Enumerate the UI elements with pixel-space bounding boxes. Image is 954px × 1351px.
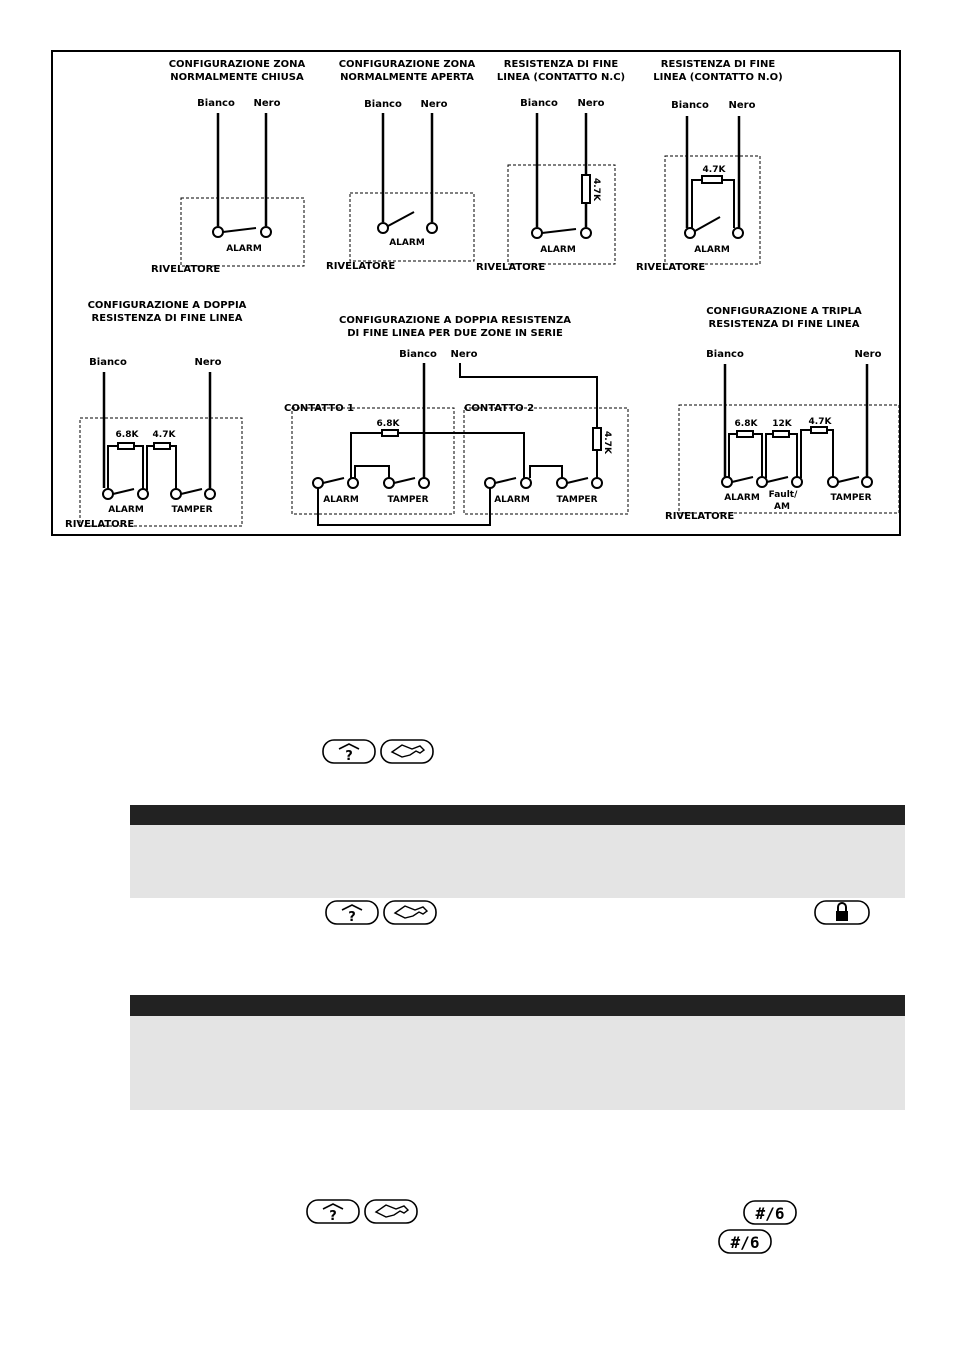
svg-text:?: ? (329, 1209, 337, 1224)
note-header-bar-1 (130, 805, 905, 825)
panel-triple-white-wire: Bianco (706, 349, 744, 360)
panel-eol-no: RESISTENZA DI FINE LINEA (CONTATTO N.O) … (636, 59, 783, 273)
svg-text:?: ? (345, 749, 353, 764)
panel-eol-nc-white-wire: Bianco (520, 98, 558, 109)
question-key-icon: ? (322, 739, 376, 764)
panel-double-title-1: CONFIGURAZIONE A DOPPIA (88, 300, 247, 311)
panel-triple-detector-label: RIVELATORE (665, 511, 734, 522)
panel-double-detector-label: RIVELATORE (65, 519, 134, 530)
panel-eol-no-title-1: RESISTENZA DI FINE (661, 59, 776, 70)
panel-series-title-1: CONFIGURAZIONE A DOPPIA RESISTENZA (339, 315, 571, 326)
panel-nc-alarm-label: ALARM (226, 244, 262, 254)
panel-eol-nc-title-1: RESISTENZA DI FINE (504, 59, 619, 70)
panel-no-alarm-label: ALARM (389, 238, 425, 248)
panel-triple-fault-label: Fault/ (769, 490, 798, 500)
panel-nc-white-wire: Bianco (197, 98, 235, 109)
panel-eol-nc-black-wire: Nero (578, 98, 605, 109)
panel-eol-no-white-wire: Bianco (671, 100, 709, 111)
panel-triple-black-wire: Nero (855, 349, 882, 360)
panel-series-title-2: DI FINE LINEA PER DUE ZONE IN SERIE (347, 328, 563, 339)
panel-series: CONFIGURAZIONE A DOPPIA RESISTENZA DI FI… (284, 315, 629, 526)
panel-series-alarm-2: ALARM (494, 495, 530, 505)
panel-eol-no-alarm-label: ALARM (694, 245, 730, 255)
panel-series-tamper-2: TAMPER (556, 495, 597, 505)
lock-key-icon (814, 900, 870, 925)
panel-triple-eol: CONFIGURAZIONE A TRIPLA RESISTENZA DI FI… (665, 306, 900, 522)
panel-double-white-wire: Bianco (89, 357, 127, 368)
panel-double-r1: 6.8K (116, 430, 140, 440)
panel-triple-r2: 12K (772, 419, 793, 429)
panel-eol-nc-alarm-label: ALARM (540, 245, 576, 255)
note-header-bar-2 (130, 995, 905, 1016)
panel-nc-black-wire: Nero (254, 98, 281, 109)
panel-eol-no-title-2: LINEA (CONTATTO N.O) (653, 72, 782, 83)
panel-series-r1: 6.8K (377, 419, 401, 429)
panel-eol-nc-resistor: 4.7K (591, 178, 601, 202)
hash-six-key-icon: #/6 (718, 1229, 772, 1254)
scroll-arrow-key-icon (380, 739, 434, 764)
panel-double-black-wire: Nero (195, 357, 222, 368)
panel-series-black-wire: Nero (451, 349, 478, 360)
panel-double-tamper-label: TAMPER (171, 505, 212, 515)
panel-no-title-1: CONFIGURAZIONE ZONA (339, 59, 476, 70)
scroll-arrow-key-icon (383, 900, 437, 925)
panel-eol-no-resistor: 4.7K (703, 165, 727, 175)
panel-double-eol: CONFIGURAZIONE A DOPPIA RESISTENZA DI FI… (65, 300, 247, 530)
panel-no: CONFIGURAZIONE ZONA NORMALMENTE APERTA B… (326, 59, 476, 272)
panel-eol-nc-title-2: LINEA (CONTATTO N.C) (497, 72, 625, 83)
note-band-2 (130, 1016, 905, 1110)
panel-nc: CONFIGURAZIONE ZONA NORMALMENTE CHIUSA B… (151, 59, 306, 275)
hash-six-key-label: #/6 (731, 1233, 760, 1252)
panel-double-title-2: RESISTENZA DI FINE LINEA (92, 313, 243, 324)
panel-triple-title-2: RESISTENZA DI FINE LINEA (709, 319, 860, 330)
hash-six-key-label: #/6 (756, 1204, 785, 1223)
panel-no-black-wire: Nero (421, 99, 448, 110)
panel-triple-title-1: CONFIGURAZIONE A TRIPLA (706, 306, 862, 317)
wiring-diagram: CONFIGURAZIONE ZONA NORMALMENTE CHIUSA B… (51, 50, 901, 536)
panel-series-white-wire: Bianco (399, 349, 437, 360)
panel-double-r2: 4.7K (153, 430, 177, 440)
panel-eol-nc: RESISTENZA DI FINE LINEA (CONTATTO N.C) … (476, 59, 625, 273)
panel-no-title-2: NORMALMENTE APERTA (340, 72, 474, 83)
panel-series-r2: 4.7K (602, 431, 612, 455)
panel-triple-r3: 4.7K (809, 417, 833, 427)
panel-eol-nc-detector-label: RIVELATORE (476, 262, 545, 273)
question-key-icon: ? (325, 900, 379, 925)
panel-triple-am-label: AM (774, 502, 790, 512)
panel-nc-title-1: CONFIGURAZIONE ZONA (169, 59, 306, 70)
question-key-icon: ? (306, 1199, 360, 1224)
panel-eol-no-detector-label: RIVELATORE (636, 262, 705, 273)
panel-triple-tamper-label: TAMPER (830, 493, 871, 503)
panel-triple-r1: 6.8K (735, 419, 759, 429)
panel-no-white-wire: Bianco (364, 99, 402, 110)
panel-eol-no-black-wire: Nero (729, 100, 756, 111)
svg-text:?: ? (348, 910, 356, 925)
note-band-1 (130, 825, 905, 898)
hash-six-key-icon: #/6 (743, 1200, 797, 1225)
panel-series-alarm-1: ALARM (323, 495, 359, 505)
panel-series-tamper-1: TAMPER (387, 495, 428, 505)
panel-no-detector-label: RIVELATORE (326, 261, 395, 272)
panel-nc-detector-label: RIVELATORE (151, 264, 220, 275)
panel-nc-title-2: NORMALMENTE CHIUSA (170, 72, 304, 83)
panel-series-contact-1: CONTATTO 1 (284, 403, 354, 414)
scroll-arrow-key-icon (364, 1199, 418, 1224)
panel-series-contact-2: CONTATTO 2 (464, 403, 534, 414)
panel-triple-alarm-label: ALARM (724, 493, 760, 503)
panel-double-alarm-label: ALARM (108, 505, 144, 515)
